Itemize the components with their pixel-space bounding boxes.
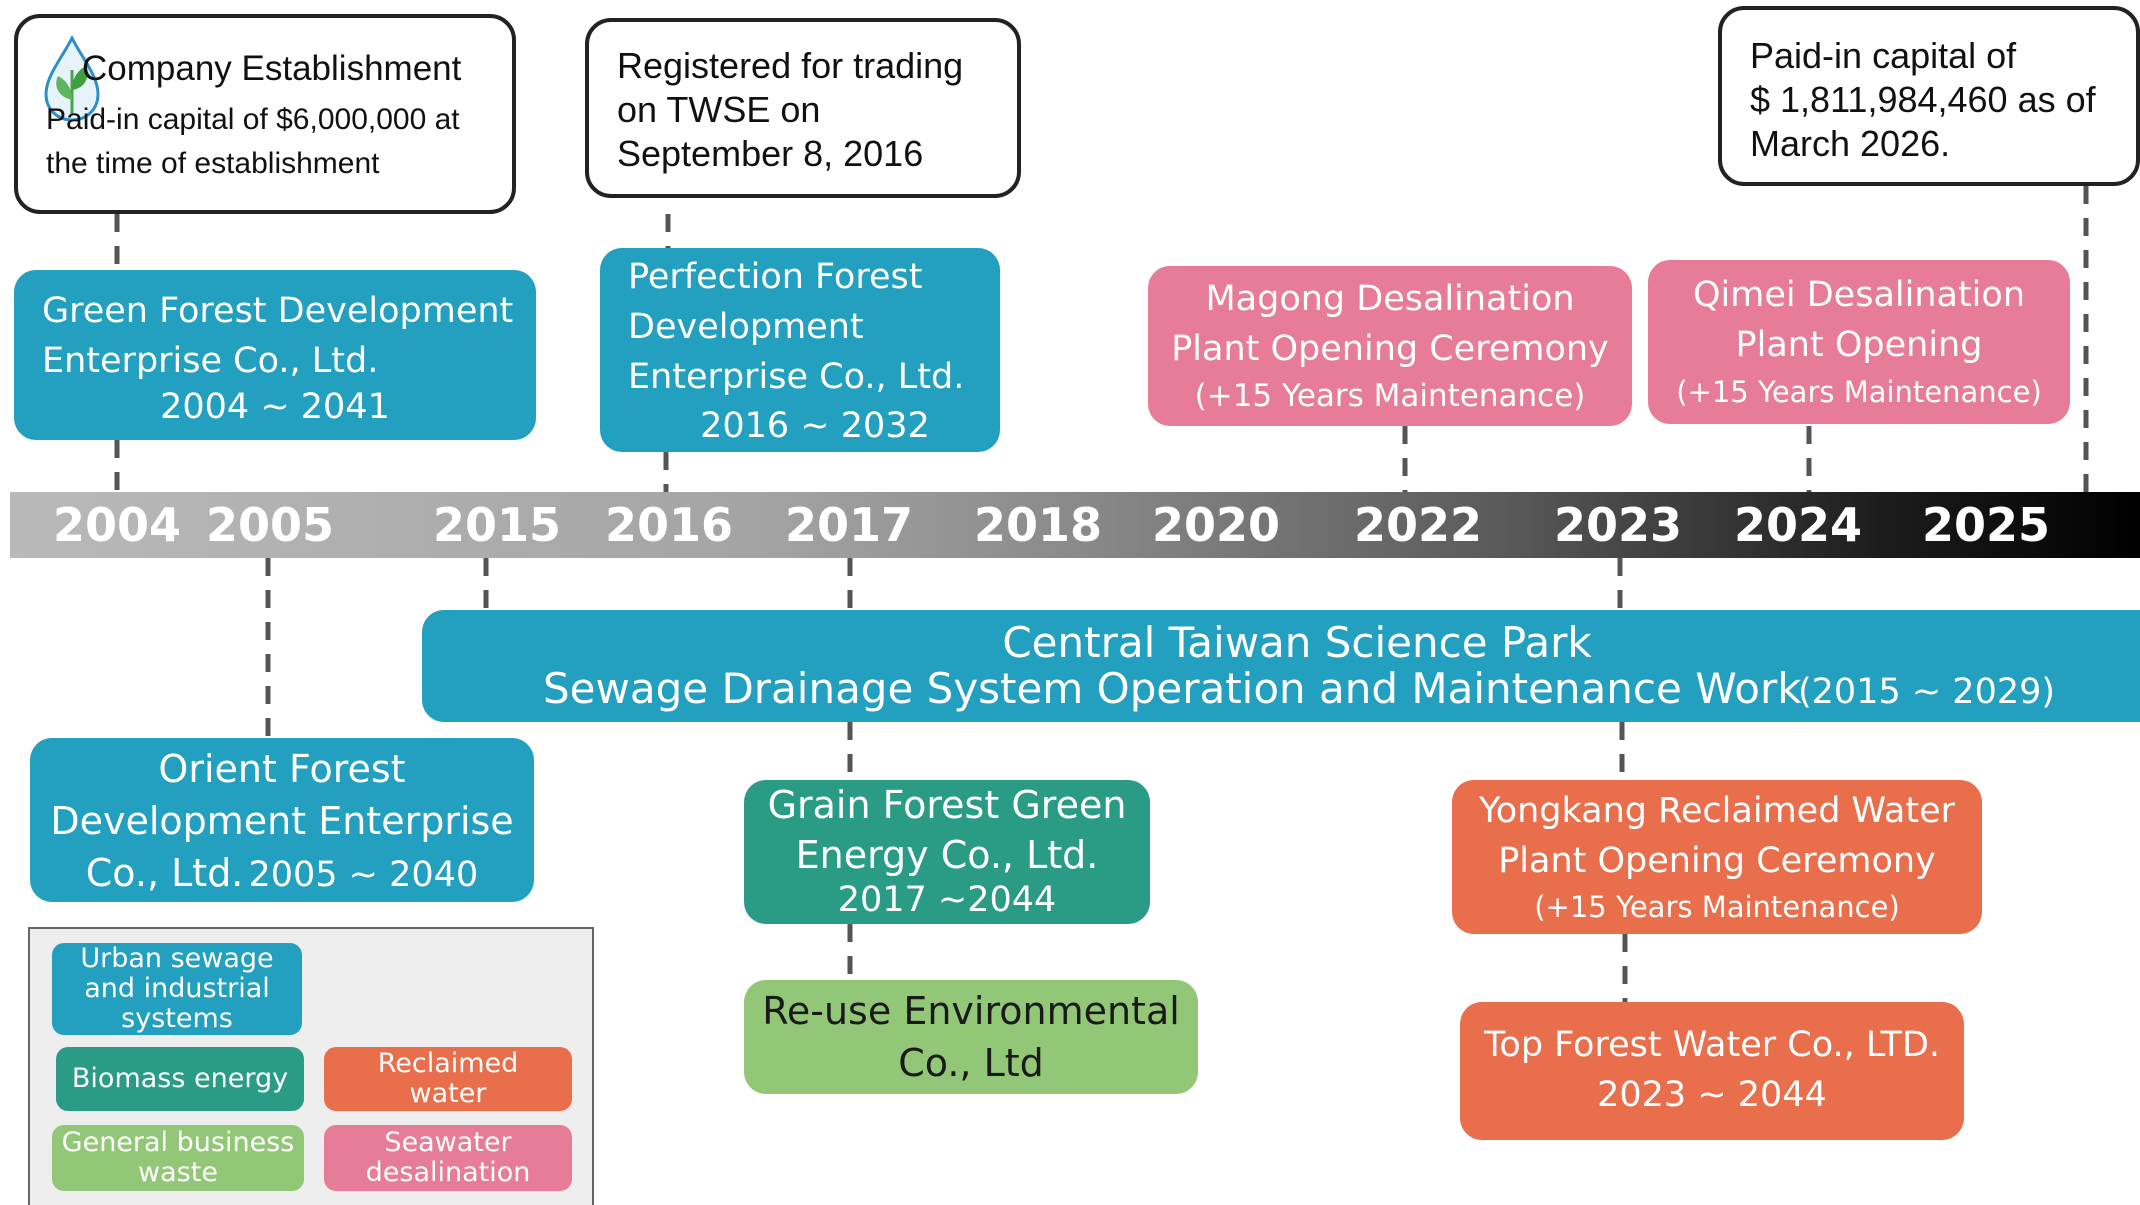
year-2004: 2004 — [52, 498, 182, 552]
legend-reclaimed-water: Reclaimed water — [324, 1047, 572, 1111]
year-2025: 2025 — [1921, 498, 2051, 552]
twse-line-1: Registered for trading — [617, 45, 964, 86]
legend-biomass-label: Biomass energy — [71, 1063, 289, 1094]
establishment-line-1: Paid-in capital of $6,000,000 at — [46, 103, 460, 136]
yongkang-line-2: Plant Opening Ceremony — [1498, 841, 1936, 881]
capital-line-3: March 2026. — [1750, 123, 1951, 164]
orient-line-2: Development Enterprise — [50, 799, 514, 843]
establishment-title: Company Establishment — [82, 49, 462, 88]
perfection-line-3: Enterprise Co., Ltd. — [628, 357, 965, 397]
legend-general-line-1: General business — [61, 1127, 295, 1158]
yongkang-line-3: (+15 Years Maintenance) — [1534, 890, 1900, 924]
perfection-line-2: Development — [628, 307, 864, 347]
qimei-line-3: (+15 Years Maintenance) — [1676, 375, 2042, 409]
box-magong: Magong Desalination Plant Opening Ceremo… — [1148, 266, 1632, 426]
perfection-years: 2016 ~ 2032 — [700, 406, 930, 446]
green-forest-line-2: Enterprise Co., Ltd. — [42, 341, 379, 381]
year-2020: 2020 — [1151, 498, 1281, 552]
legend-seawater-desalination: Seawater desalination — [324, 1125, 572, 1191]
box-orient-forest: Orient Forest Development Enterprise Co.… — [30, 738, 534, 902]
establishment-line-2: the time of establishment — [46, 147, 380, 180]
callout-capital: Paid-in capital of $ 1,811,984,460 as of… — [1718, 6, 2140, 186]
legend-reclaimed-line-1: Reclaimed — [377, 1048, 519, 1079]
year-2016: 2016 — [604, 498, 734, 552]
orient-years: 2005 ~ 2040 — [248, 855, 479, 895]
legend-general-line-2: waste — [138, 1157, 218, 1188]
box-grain-forest: Grain Forest Green Energy Co., Ltd. 2017… — [744, 780, 1150, 924]
yongkang-line-1: Yongkang Reclaimed Water — [1478, 791, 1956, 831]
qimei-line-2: Plant Opening — [1735, 325, 1983, 365]
year-2018: 2018 — [973, 498, 1103, 552]
top-forest-line-1: Top Forest Water Co., LTD. — [1483, 1025, 1941, 1065]
year-2015: 2015 — [432, 498, 562, 552]
legend-urban-line-1: Urban sewage — [80, 943, 274, 974]
leaf-drop-logo-icon — [44, 36, 100, 122]
twse-line-3: September 8, 2016 — [617, 133, 924, 174]
magong-line-1: Magong Desalination — [1205, 279, 1575, 319]
magong-line-3: (+15 Years Maintenance) — [1194, 378, 1586, 414]
magong-line-2: Plant Opening Ceremony — [1171, 329, 1609, 369]
legend-urban-line-3: systems — [121, 1003, 233, 1034]
year-2017: 2017 — [784, 498, 914, 552]
qimei-line-1: Qimei Desalination — [1692, 275, 2026, 315]
box-reuse: Re-use Environmental Co., Ltd — [744, 980, 1198, 1094]
timeline-bar — [10, 492, 2140, 558]
year-2023: 2023 — [1553, 498, 1683, 552]
box-qimei: Qimei Desalination Plant Opening (+15 Ye… — [1648, 260, 2070, 424]
box-science-park: Central Taiwan Science Park Sewage Drain… — [422, 610, 2140, 722]
twse-line-2: on TWSE on — [617, 89, 821, 130]
legend-biomass-energy: Biomass energy — [56, 1047, 304, 1111]
box-yongkang: Yongkang Reclaimed Water Plant Opening C… — [1452, 780, 1982, 934]
science-park-period: (2015 ~ 2029) — [1798, 672, 2056, 712]
orient-line-3a: Co., Ltd. — [85, 851, 244, 895]
legend-seawater-line-2: desalination — [365, 1157, 531, 1188]
year-2024: 2024 — [1733, 498, 1863, 552]
box-perfection-forest: Perfection Forest Development Enterprise… — [600, 248, 1000, 452]
grain-line-1: Grain Forest Green — [767, 783, 1127, 827]
top-forest-years: 2023 ~ 2044 — [1597, 1075, 1827, 1115]
perfection-line-1: Perfection Forest — [628, 257, 923, 297]
legend-seawater-line-1: Seawater — [384, 1127, 512, 1158]
legend-urban-sewage: Urban sewage and industrial systems — [52, 943, 302, 1035]
box-green-forest: Green Forest Development Enterprise Co.,… — [14, 270, 536, 440]
capital-line-1: Paid-in capital of — [1750, 35, 2017, 76]
green-forest-line-1: Green Forest Development — [42, 291, 514, 331]
reuse-line-2: Co., Ltd — [898, 1041, 1044, 1085]
grain-years: 2017 ~2044 — [837, 880, 1057, 920]
legend-urban-line-2: and industrial — [84, 973, 270, 1004]
grain-line-2: Energy Co., Ltd. — [795, 833, 1099, 877]
reuse-line-1: Re-use Environmental — [762, 989, 1180, 1033]
box-top-forest: Top Forest Water Co., LTD. 2023 ~ 2044 — [1460, 1002, 1964, 1140]
capital-line-2: $ 1,811,984,460 as of — [1750, 79, 2096, 120]
legend-reclaimed-line-2: water — [409, 1078, 487, 1109]
science-park-line-1: Central Taiwan Science Park — [1002, 618, 1592, 667]
legend: Urban sewage and industrial systems Biom… — [28, 927, 594, 1205]
green-forest-years: 2004 ~ 2041 — [160, 387, 390, 427]
callout-twse: Registered for trading on TWSE on Septem… — [585, 18, 1021, 198]
year-2022: 2022 — [1353, 498, 1483, 552]
year-2005: 2005 — [205, 498, 335, 552]
legend-general-business-waste: General business waste — [52, 1125, 304, 1191]
science-park-line-2: Sewage Drainage System Operation and Mai… — [543, 664, 1802, 713]
callout-establishment: Company Establishment Paid-in capital of… — [14, 14, 516, 214]
orient-line-1: Orient Forest — [158, 747, 406, 791]
